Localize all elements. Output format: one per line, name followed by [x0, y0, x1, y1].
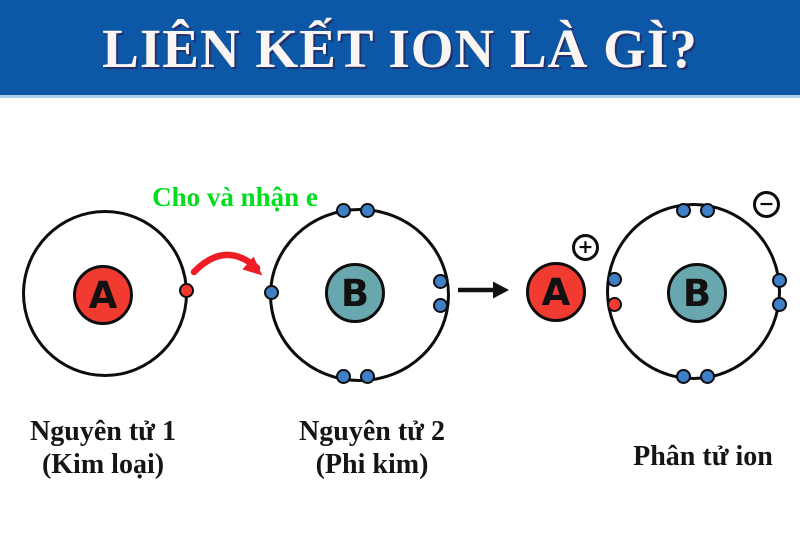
- anion-transferred-electron-red: [606, 296, 622, 312]
- atom1-caption-line2: (Kim loại): [41, 449, 165, 480]
- atom1-nucleus: A: [73, 265, 133, 325]
- reaction-arrow: [458, 281, 509, 299]
- product-caption: Phân tử ion: [633, 441, 773, 472]
- anion-electron: [771, 296, 787, 312]
- anion-electron: [699, 368, 715, 384]
- minus-charge-icon: −: [753, 191, 780, 218]
- anion-electron: [771, 272, 787, 288]
- atom1-caption: Nguyên tử 1 (Kim loại): [3, 415, 203, 481]
- atom2-nucleus: B: [325, 263, 385, 323]
- anion-electron: [606, 271, 622, 287]
- plus-charge-icon: +: [572, 234, 599, 261]
- anion-electron: [675, 368, 691, 384]
- atom2-caption-line1: Nguyên tử 2: [299, 416, 445, 447]
- atom2-electron: [432, 297, 448, 313]
- reaction-arrowhead-icon: [493, 281, 509, 299]
- atom2-caption-line2: (Phi kim): [315, 449, 429, 480]
- atom2-electron: [263, 284, 279, 300]
- page-title: LIÊN KẾT ION LÀ GÌ?: [102, 18, 698, 79]
- cation-a-nucleus: A: [526, 262, 586, 322]
- electron-transfer-arrow: [190, 251, 263, 276]
- atom1-caption-line1: Nguyên tử 1: [30, 416, 176, 447]
- title-banner: LIÊN KẾT ION LÀ GÌ?: [0, 0, 800, 98]
- atom2-electron: [359, 202, 375, 218]
- anion-electron-shell: [606, 203, 781, 380]
- atom2-caption: Nguyên tử 2 (Phi kim): [272, 415, 472, 481]
- atom2-electron: [335, 202, 351, 218]
- anion-b-nucleus: B: [667, 263, 727, 323]
- atom2-electron: [359, 368, 375, 384]
- anion-electron: [699, 202, 715, 218]
- atom2-electron: [432, 273, 448, 289]
- atom2-electron: [335, 368, 351, 384]
- atom1-valence-electron-red: [178, 282, 194, 298]
- transfer-arrowhead-icon: [242, 256, 263, 276]
- electron-transfer-label: Cho và nhận e: [152, 182, 318, 212]
- anion-electron: [675, 202, 691, 218]
